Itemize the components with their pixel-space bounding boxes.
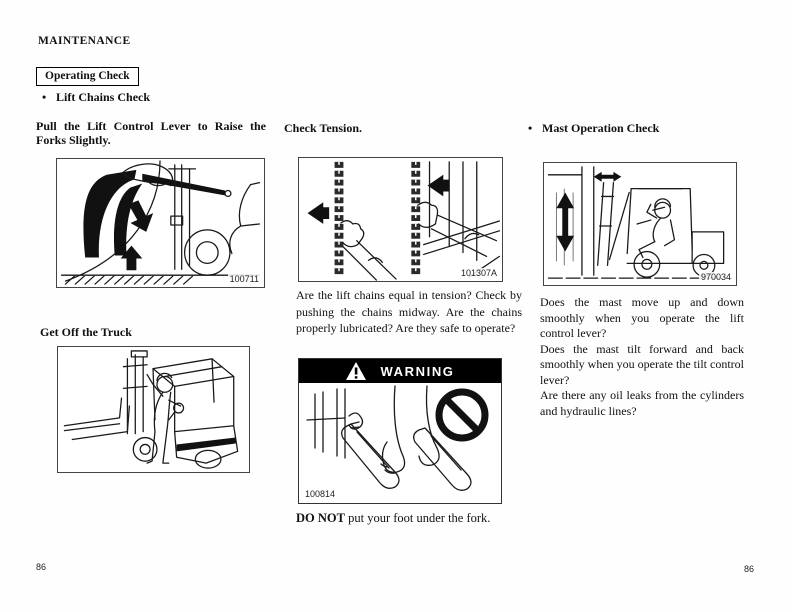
figure-id-label: 100814 [303,489,338,499]
lift-chains-check-label: Lift Chains Check [56,90,151,104]
figure-get-off-truck [57,346,250,473]
get-off-truck-heading: Get Off the Truck [40,325,132,339]
page-number-right: 86 [744,564,755,574]
caution-line: DO NOT put your foot under the fork. [296,511,490,526]
mast-operation-check-label: Mast Operation Check [542,121,660,135]
figure-check-tension: 101307A [298,157,503,282]
figure-id-label: 100711 [227,274,261,284]
bullet-icon: • [528,121,533,135]
lift-chains-check-heading: • Lift Chains Check [42,90,150,105]
pull-lever-heading: Pull the Lift Control Lever to Raise the… [36,119,266,147]
figure-pull-lever: 100711 [56,158,265,288]
warning-box: WARNING [298,358,502,504]
figure-id-label: 101307A [458,268,499,278]
caution-text: put your foot under the fork. [344,511,491,525]
foot-under-fork-illustration [306,385,489,491]
mast-operation-check-heading: • Mast Operation Check [528,121,659,136]
mast-operation-illustration [547,166,733,279]
page-number-left: 86 [36,562,47,572]
page-title: MAINTENANCE [38,35,131,47]
warning-triangle-icon [346,361,367,380]
question-3: Are there any oil leaks from the cylinde… [540,388,744,418]
question-1: Does the mast move up and down smoothly … [540,295,744,340]
tension-paragraph: Are the lift chains equal in tension? Ch… [296,288,522,335]
section-box-operating-check: Operating Check [36,67,139,86]
mast-questions: Does the mast move up and down smoothly … [540,295,744,419]
figure-mast-operation: 970034 [543,162,737,286]
check-tension-illustration [307,161,501,281]
warning-label: WARNING [380,363,455,379]
bullet-icon: • [42,90,47,104]
caution-bold: DO NOT [296,511,345,525]
check-tension-heading: Check Tension. [284,121,363,135]
warning-header: WARNING [299,359,501,383]
warning-illustration-area: 100814 [299,383,501,503]
get-off-truck-illustration [63,350,239,469]
figure-id-label: 970034 [698,272,733,282]
question-2: Does the mast tilt forward and back smoo… [540,341,744,387]
pull-lever-illustration [60,160,261,285]
